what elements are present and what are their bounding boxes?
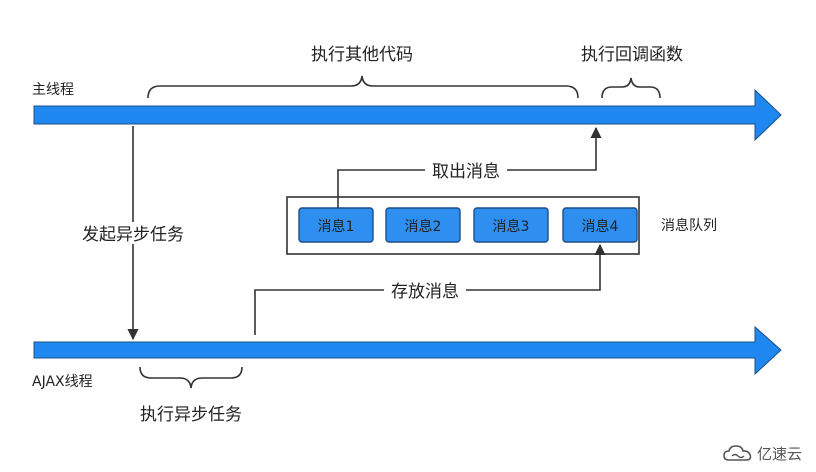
- async-exec-label: 执行异步任务: [140, 405, 242, 425]
- callback-label: 执行回调函数: [581, 45, 683, 65]
- store-message-label: 存放消息: [391, 282, 459, 302]
- message-item: 消息2: [385, 207, 461, 243]
- main-thread-arrow: [33, 88, 782, 142]
- take-message-label: 取出消息: [432, 162, 500, 182]
- message-queue-label: 消息队列: [661, 217, 717, 234]
- other-code-brace: [147, 75, 579, 99]
- ajax-thread-arrow: [33, 325, 782, 376]
- watermark-text: 亿速云: [756, 445, 802, 463]
- start-async-label: 发起异步任务: [82, 225, 184, 245]
- message-item: 消息3: [473, 207, 549, 243]
- cloud-logo-icon: [723, 444, 752, 461]
- message-item-label: 消息1: [318, 218, 355, 235]
- callback-brace: [601, 77, 661, 99]
- message-item-label: 消息2: [405, 218, 442, 235]
- message-item: 消息4: [562, 207, 638, 243]
- message-item-label: 消息4: [582, 218, 619, 235]
- ajax-thread-label: AJAX线程: [32, 374, 93, 390]
- message-item: 消息1: [298, 207, 374, 243]
- message-item-label: 消息3: [493, 218, 530, 235]
- async-exec-brace: [139, 366, 243, 389]
- main-thread-label: 主线程: [32, 82, 74, 98]
- watermark: 亿速云: [723, 443, 802, 464]
- other-code-label: 执行其他代码: [311, 45, 413, 65]
